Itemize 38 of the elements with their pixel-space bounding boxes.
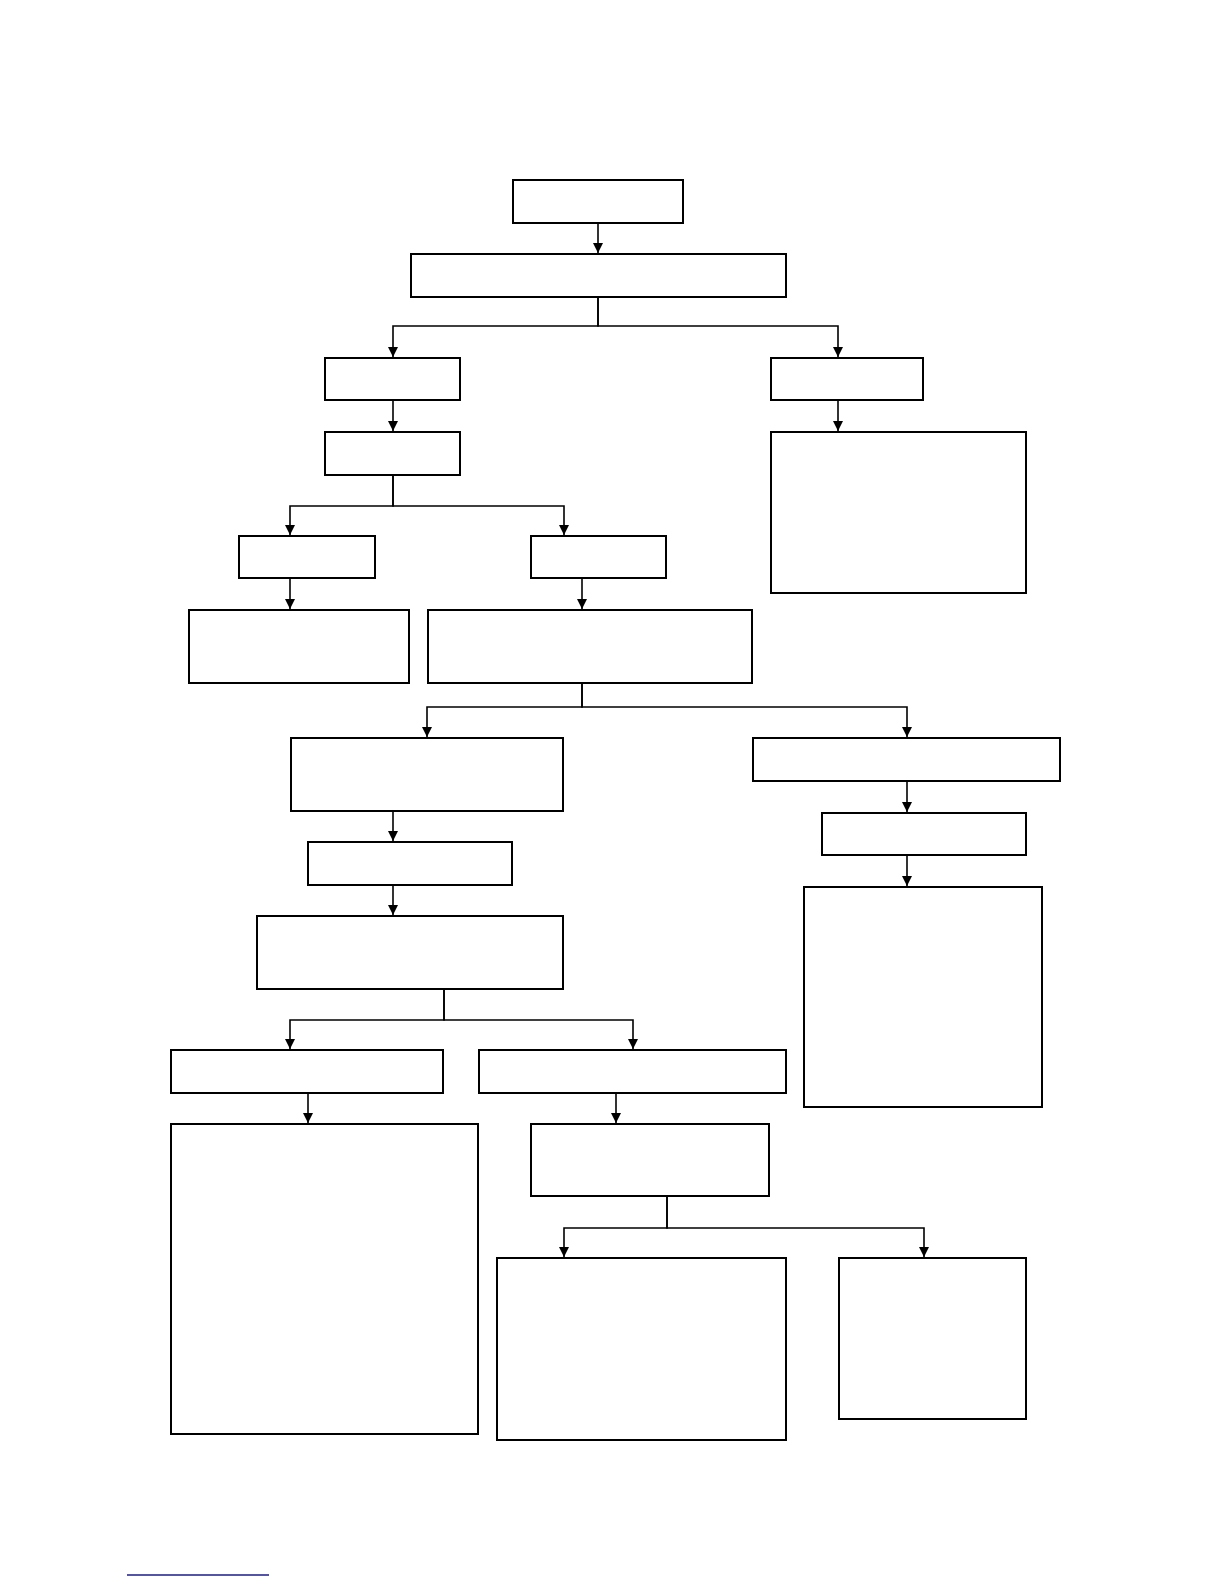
arrow — [285, 578, 295, 610]
arrow — [303, 1093, 313, 1124]
flow-box — [821, 812, 1027, 856]
arrow — [597, 297, 843, 358]
flow-box — [478, 1049, 787, 1094]
arrow — [388, 811, 398, 842]
flow-box — [530, 535, 667, 579]
flow-box — [770, 431, 1027, 594]
arrow — [581, 683, 912, 738]
arrow — [593, 223, 603, 254]
arrow — [392, 475, 569, 536]
flow-box — [238, 535, 376, 579]
flow-box — [324, 357, 461, 401]
flow-box — [256, 915, 564, 990]
flow-box — [307, 841, 513, 886]
arrow — [443, 989, 638, 1050]
flow-box — [324, 431, 461, 476]
flow-box — [496, 1257, 787, 1441]
flow-box — [803, 886, 1043, 1108]
arrow — [388, 885, 398, 916]
flow-box — [410, 253, 787, 298]
flow-box — [770, 357, 924, 401]
arrow — [577, 578, 587, 610]
flow-box — [170, 1123, 479, 1435]
arrow — [666, 1196, 929, 1258]
flow-box — [427, 609, 753, 684]
arrow — [902, 855, 912, 887]
arrow — [902, 781, 912, 813]
arrow — [833, 400, 843, 432]
flow-box — [530, 1123, 770, 1197]
flow-box — [752, 737, 1061, 782]
flow-box — [290, 737, 564, 812]
flow-box — [512, 179, 684, 224]
flow-box — [188, 609, 410, 684]
flow-box — [838, 1257, 1027, 1420]
arrow — [388, 400, 398, 432]
arrow — [611, 1093, 621, 1124]
flow-box — [170, 1049, 444, 1094]
